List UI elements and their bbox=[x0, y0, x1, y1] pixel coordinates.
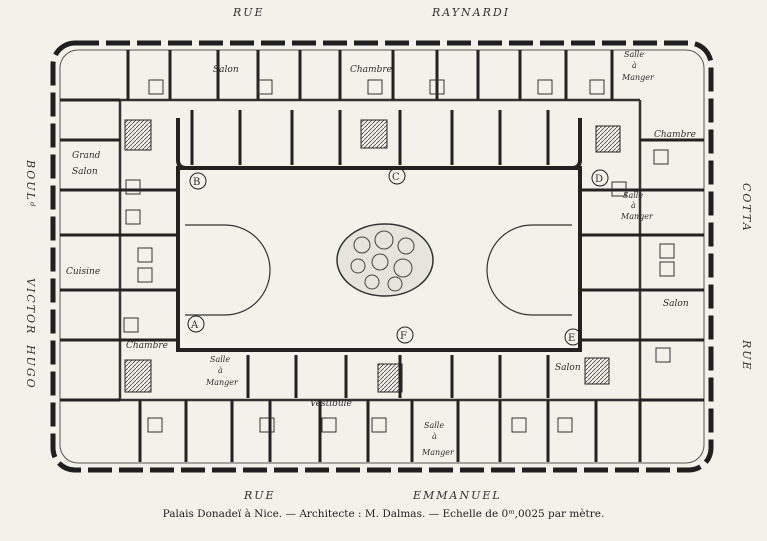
marker-e: E bbox=[568, 333, 575, 344]
svg-text:Manger: Manger bbox=[621, 73, 655, 82]
fixtures bbox=[123, 79, 675, 433]
svg-text:Grand: Grand bbox=[72, 151, 101, 161]
svg-text:à: à bbox=[632, 61, 637, 70]
plate-caption: Palais Donadeï à Nice. — Architecte : M.… bbox=[162, 508, 605, 520]
room-cuisine: Cuisine bbox=[66, 267, 100, 277]
room-salon-east: Salon bbox=[663, 299, 689, 309]
room-chambre-west: Chambre bbox=[126, 341, 168, 351]
north-partitions bbox=[126, 50, 614, 165]
svg-text:Salle: Salle bbox=[424, 421, 444, 430]
street-label-raynardi: RAYNARDI bbox=[432, 6, 511, 19]
outer-wall-inner-line bbox=[59, 49, 705, 464]
street-label-rue-east: RUE bbox=[740, 340, 753, 372]
street-label-victor: VICTOR bbox=[24, 278, 37, 336]
svg-text:Salle: Salle bbox=[624, 50, 644, 59]
side-partitions bbox=[60, 98, 704, 402]
svg-text:à: à bbox=[631, 201, 636, 210]
street-label-boul: BOULᵈ bbox=[24, 160, 37, 209]
room-vestibule: Vestibule bbox=[310, 399, 352, 409]
room-salon-north: Salon bbox=[213, 65, 239, 75]
courtyard-garden bbox=[336, 223, 434, 297]
svg-text:Manger: Manger bbox=[205, 378, 239, 387]
room-salon-e: Salon bbox=[555, 363, 581, 373]
room-chambre-north: Chambre bbox=[350, 65, 392, 75]
svg-text:Salle: Salle bbox=[623, 191, 643, 200]
marker-f: F bbox=[400, 331, 407, 342]
marker-b: B bbox=[193, 177, 200, 188]
courtyard-lawn-east bbox=[486, 224, 572, 316]
marker-d: D bbox=[595, 174, 603, 185]
svg-text:Salon: Salon bbox=[72, 167, 98, 177]
outer-wall bbox=[50, 40, 714, 473]
street-label-emmanuel: EMMANUEL bbox=[413, 489, 502, 502]
room-salle-manger-sw: Salle à Manger bbox=[205, 355, 239, 387]
room-chambre-ne: Chambre bbox=[654, 130, 696, 140]
courtyard-lawn-west bbox=[185, 224, 271, 316]
svg-text:à: à bbox=[432, 432, 437, 441]
svg-text:à: à bbox=[218, 366, 223, 375]
svg-text:Manger: Manger bbox=[620, 212, 654, 221]
street-label-rue-north: RUE bbox=[233, 6, 265, 19]
svg-text:Salle: Salle bbox=[210, 355, 230, 364]
marker-c: C bbox=[392, 172, 400, 183]
south-partitions bbox=[138, 355, 642, 462]
street-label-rue-south: RUE bbox=[244, 489, 276, 502]
marker-a: A bbox=[190, 320, 199, 331]
room-salle-manger-south: Salle à Manger bbox=[421, 421, 455, 457]
street-label-hugo: HUGO bbox=[24, 345, 37, 390]
room-grand-salon: Grand Salon bbox=[72, 151, 101, 177]
svg-text:Manger: Manger bbox=[421, 448, 455, 457]
room-salle-manger-ne: Salle à Manger bbox=[621, 50, 655, 82]
street-label-cotta: COTTA bbox=[740, 183, 753, 233]
markers: A B C D E F bbox=[187, 167, 609, 346]
room-salle-manger-d: Salle à Manger bbox=[620, 191, 654, 221]
garden-shrubs bbox=[350, 230, 415, 292]
staircases bbox=[124, 119, 621, 393]
